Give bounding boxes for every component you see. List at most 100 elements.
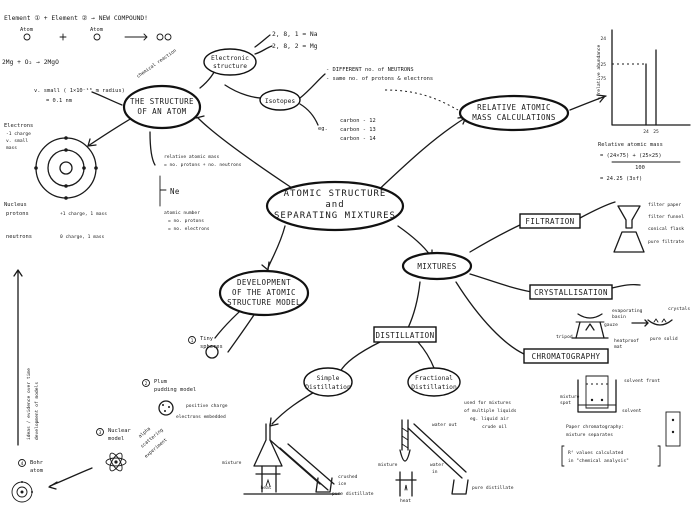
development-node[interactable]: DEVELOPMENT OF THE ATOMIC STRUCTURE MODE… — [218, 269, 310, 317]
chromatography-bracket — [561, 445, 661, 467]
fractional-l5: pure distillate — [472, 485, 514, 491]
neutrons-info: 0 charge, 1 mass — [60, 234, 104, 240]
fractional-line1: Fractional — [415, 375, 453, 382]
ram-graph-x2: 25 — [653, 129, 659, 135]
isotope-c14: carbon - 14 — [340, 136, 376, 142]
mixtures-label: MIXTURES — [417, 262, 456, 271]
simple-l2: heat — [260, 485, 271, 491]
protons-label: protons — [6, 211, 29, 217]
ram-node-line2: MASS CALCULATIONS — [472, 113, 556, 122]
fractional-line2: Distillation — [411, 384, 457, 391]
crystallisation-node[interactable]: CRYSTALLISATION — [529, 284, 613, 300]
isotopes-def2: - same no. of protons & electrons — [326, 76, 433, 82]
atomic-number-line2: = no. electrons — [168, 226, 210, 232]
distillation-box — [373, 326, 437, 343]
mixtures-outline — [401, 251, 473, 281]
fractional-l3b: in — [432, 469, 438, 475]
electronic-structure-node[interactable]: Electronic structure — [203, 48, 257, 76]
chromatography-label: CHROMATOGRAPHY — [532, 352, 601, 361]
crystallisation-apparatus — [571, 313, 673, 339]
fractional-n4: crude oil — [482, 424, 507, 430]
model2-line2: pudding model — [154, 387, 196, 393]
filtration-label: FILTRATION — [525, 217, 574, 226]
mg-equation: 2Mg + O₂ → 2MgO — [2, 59, 59, 66]
simple-l3: crushed — [338, 474, 358, 480]
development-node-outline — [218, 269, 310, 317]
size-note-line1: v. small ( 1×10⁻¹⁰ m radius) — [34, 87, 125, 94]
fractional-n1: used for mixtures — [464, 400, 511, 406]
ram-node-line1: RELATIVE ATOMIC — [477, 103, 551, 112]
electronic-structure-outline — [203, 48, 257, 76]
mass-note-line: = no. protons + no. neutrons — [164, 162, 242, 168]
electronic-example-mg: 2, 8, 2 = Mg — [272, 43, 318, 50]
fractional-l2: mixture — [378, 462, 398, 468]
structure-node[interactable]: THE STRUCTURE OF AN ATOM — [122, 84, 202, 130]
nucleus-title: Nucleus — [4, 202, 27, 208]
fractional-distillation-node[interactable]: Fractional Distillation — [407, 367, 461, 397]
ram-graph-ylabel: % relative abundance — [596, 44, 602, 100]
model-nuclear: 3 Nuclear model alpha scattering experim… — [96, 426, 169, 472]
crystallisation-l1: evaporating — [612, 308, 643, 314]
ram-calc-denominator: 100 — [635, 165, 645, 171]
crystallisation-l4: heatproof — [614, 338, 639, 344]
ram-graph-x1: 24 — [643, 129, 649, 135]
model3-line2: model — [108, 436, 124, 442]
filtration-node[interactable]: FILTRATION — [519, 213, 581, 229]
crystallisation-l5: crystals — [668, 306, 690, 312]
filtration-l3: conical flask — [648, 226, 684, 232]
crystallisation-l1b: basin — [612, 314, 626, 320]
simple-l1: mixture — [222, 460, 242, 466]
atomic-number-line1: = no. protons — [168, 218, 204, 224]
electronic-structure-line1: Electronic — [211, 55, 249, 62]
filtration-l2: filter funnel — [648, 214, 684, 220]
isotopes-node[interactable]: Isotopes — [259, 89, 301, 111]
simple-distillation-node[interactable]: Simple Distillation — [303, 367, 353, 397]
crystallisation-box — [529, 284, 613, 300]
fractional-distillation-apparatus — [395, 419, 469, 497]
chromatography-apparatus — [577, 375, 681, 447]
chromatography-l1: solvent front — [624, 378, 660, 384]
fractional-n2: of multiple liquids — [464, 408, 517, 414]
simple-l4: pure distillate — [332, 491, 374, 497]
simple-line1: Simple — [317, 375, 340, 382]
crystallisation-l4b: mat — [614, 344, 623, 350]
atomic-number-title: atomic number — [164, 210, 200, 216]
fractional-l1: water out — [432, 422, 457, 428]
isotopes-label: Isotopes — [265, 98, 296, 105]
bohr-atom-icon — [11, 481, 33, 503]
chromatography-node[interactable]: CHROMATOGRAPHY — [523, 348, 609, 364]
mass-note-title: relative atomic mass — [164, 154, 220, 160]
ram-calc-line1: = (24×75) + (25×25) — [600, 153, 662, 159]
fractional-l3: water — [430, 462, 444, 468]
fractional-n3: eg. liquid air — [470, 416, 509, 422]
distillation-node[interactable]: DISTILLATION — [373, 326, 437, 343]
model4-line1: Bohr — [30, 460, 44, 466]
chromatography-n1: Paper chromatography: — [566, 424, 624, 430]
chromatography-n2: mixture separates — [566, 432, 613, 438]
chromatography-l3: solvent — [622, 408, 642, 414]
model1-line2: spheres — [200, 344, 223, 350]
mixtures-node[interactable]: MIXTURES — [401, 251, 473, 281]
model2-num: 2 — [145, 381, 148, 387]
chromatography-l2: mixture — [560, 394, 580, 400]
electrons-line2: v. small — [6, 138, 28, 144]
model1-line1: Tiny — [200, 336, 214, 342]
center-node[interactable]: ATOMIC STRUCTURE and SEPARATING MIXTURES — [265, 180, 405, 232]
neon-symbol: Ne — [170, 187, 180, 196]
simple-l3b: ice — [338, 481, 347, 487]
filtration-l1: filter paper — [648, 202, 681, 208]
side-text-line1: ideas / evidence over time — [26, 368, 32, 440]
model-bohr: 4 Bohr atom — [11, 459, 44, 503]
simple-distillation-outline — [303, 367, 353, 397]
model4-num: 4 — [21, 461, 24, 467]
ram-graph-tick-bottom: 75 — [600, 76, 606, 82]
model1-num: 1 — [191, 338, 194, 344]
filtration-l4: pure filtrate — [648, 239, 684, 245]
model3-line1: Nuclear — [108, 428, 131, 434]
ram-calc-line2: = 24.25 (3sf) — [600, 176, 642, 182]
distillation-label: DISTILLATION — [376, 331, 435, 340]
electronic-example-na: 2, 8, 1 = Na — [272, 31, 318, 38]
model3-num: 3 — [99, 430, 102, 436]
center-title-line2: and — [325, 200, 344, 210]
ram-node[interactable]: RELATIVE ATOMIC MASS CALCULATIONS — [458, 94, 570, 132]
